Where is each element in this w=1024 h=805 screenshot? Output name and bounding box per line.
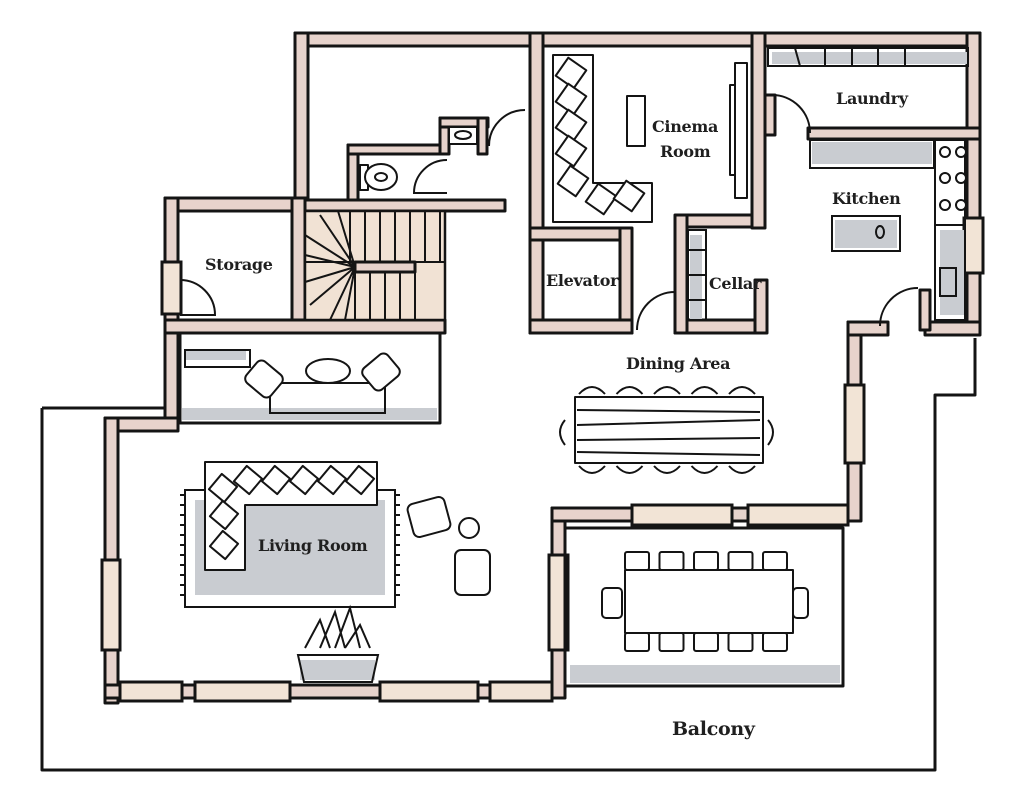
door-swing: [488, 109, 526, 147]
sink: [448, 126, 478, 145]
doors: [179, 94, 919, 331]
dining-chair: [653, 465, 681, 474]
side-table: [305, 358, 351, 384]
window: [962, 216, 985, 275]
balcony-chair: [762, 632, 788, 652]
dining-chair: [578, 465, 606, 474]
armchair: [361, 352, 401, 392]
cinema-table: [626, 95, 646, 147]
dining-chair: [615, 465, 644, 474]
label-living-room: Living Room: [258, 536, 368, 555]
balcony-chair: [727, 551, 754, 571]
label-laundry: Laundry: [836, 89, 909, 108]
wine-rack: [687, 229, 707, 321]
burner: [939, 199, 951, 211]
balcony-chair: [658, 551, 685, 571]
cinema-sofa: [552, 54, 653, 223]
living-armchairs: [406, 496, 491, 596]
laundry-counter: [767, 47, 969, 67]
window: [488, 680, 554, 703]
burner: [955, 146, 967, 158]
kitchen-counter-top: [809, 139, 935, 169]
balcony-chair: [658, 632, 685, 652]
cinema-screen: [729, 62, 748, 199]
window: [547, 553, 570, 652]
balcony-terrace: [563, 526, 845, 688]
toilet: [359, 163, 398, 191]
burner: [955, 199, 967, 211]
label-kitchen: Kitchen: [832, 189, 901, 208]
label-elevator: Elevator: [546, 271, 619, 290]
window: [378, 680, 480, 703]
window: [100, 558, 122, 652]
door-swing: [771, 94, 811, 134]
room-labels: Cinema Room Laundry Kitchen Storage Elev…: [205, 89, 909, 740]
dining-chair: [728, 386, 756, 395]
staircase: [303, 209, 447, 322]
burner: [955, 172, 967, 184]
label-cinema-line2: Room: [660, 142, 711, 161]
label-dining-area: Dining Area: [626, 354, 730, 373]
door-swing: [179, 279, 217, 316]
dining-chair: [578, 386, 606, 395]
window: [193, 680, 292, 703]
fireplace: [296, 604, 380, 683]
armchair: [244, 359, 284, 399]
balcony-chair: [693, 632, 719, 652]
door-swing: [412, 159, 448, 194]
kitchen-sink: [939, 267, 957, 297]
label-cellar: Cellar: [709, 274, 762, 293]
window: [746, 503, 850, 527]
balcony-chair: [762, 551, 788, 571]
label-cinema-line1: Cinema: [652, 117, 718, 136]
dining-chair: [690, 386, 719, 395]
balcony-chair: [624, 551, 650, 571]
balcony-chair: [624, 632, 650, 652]
balcony-chair: [727, 632, 754, 652]
burner: [939, 146, 951, 158]
lounge-area: [178, 331, 442, 425]
window: [843, 383, 866, 465]
balcony-chair: [693, 551, 719, 571]
window: [160, 260, 183, 316]
window: [630, 503, 734, 527]
side-table: [458, 517, 480, 539]
label-storage: Storage: [205, 255, 273, 274]
door-swing: [879, 287, 919, 327]
dining-chair: [653, 386, 681, 395]
armchair: [406, 496, 452, 538]
interior-walls: [163, 31, 982, 335]
living-sofa: [204, 461, 378, 571]
burner: [939, 172, 951, 184]
kitchen-stove: [934, 139, 967, 226]
door-swing: [636, 291, 676, 331]
kitchen-island: [831, 215, 901, 252]
dining-chair: [690, 465, 719, 474]
dining-chair: [728, 465, 756, 474]
window: [118, 680, 184, 703]
dining-chair: [615, 386, 644, 395]
windows: [100, 216, 985, 703]
kitchen-counter-side: [934, 224, 966, 321]
label-balcony: Balcony: [672, 718, 756, 740]
dining-table: [559, 386, 774, 474]
balcony-table: [601, 551, 809, 652]
armchair: [454, 549, 491, 596]
